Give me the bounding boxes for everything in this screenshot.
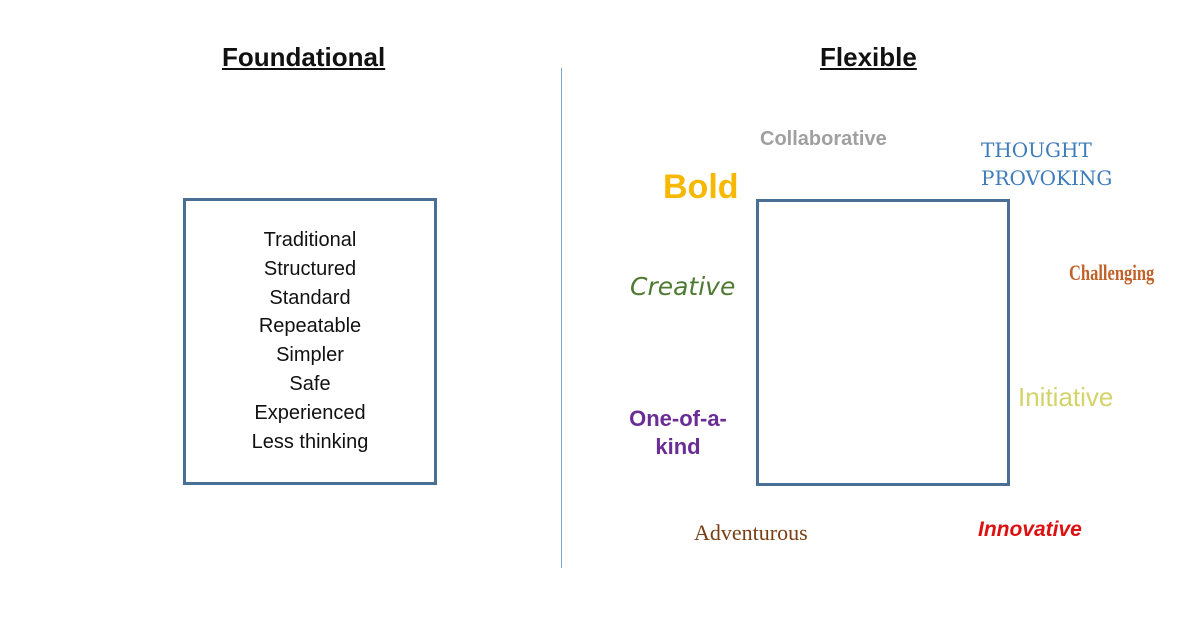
word-one-of-a-kind-line2: kind	[655, 434, 701, 459]
list-item: Less thinking	[251, 430, 369, 453]
word-challenging: Challenging	[1069, 260, 1155, 285]
word-innovative: Innovative	[978, 518, 1082, 541]
word-one-of-a-kind: One-of-a- kind	[620, 405, 736, 461]
foundational-title: Foundational	[222, 42, 386, 72]
list-item: Standard	[269, 286, 351, 309]
flexible-title: Flexible	[820, 42, 917, 72]
foundational-box	[183, 198, 437, 485]
list-item: Repeatable	[258, 315, 362, 338]
word-thought-line2: PROVOKING	[981, 166, 1113, 190]
word-creative: Creative	[630, 272, 736, 301]
flexible-box	[756, 199, 1010, 486]
word-one-of-a-kind-line1: One-of-a-	[629, 406, 727, 431]
list-item: Simpler	[276, 344, 344, 367]
list-item: Traditional	[263, 229, 357, 251]
divider-line	[561, 68, 562, 568]
list-item: Structured	[263, 257, 357, 280]
foundational-list: Traditional Structured Standard Repeatab…	[184, 226, 436, 456]
word-collaborative: Collaborative	[760, 128, 887, 150]
word-bold: Bold	[663, 168, 739, 206]
word-initiative: Initiative	[1018, 382, 1114, 412]
word-adventurous: Adventurous	[694, 520, 808, 545]
list-item: Safe	[289, 372, 331, 395]
word-thought-line1: THOUGHT	[981, 138, 1092, 162]
list-item: Experienced	[254, 401, 366, 424]
word-thought-provoking: THOUGHT PROVOKING	[981, 136, 1112, 192]
